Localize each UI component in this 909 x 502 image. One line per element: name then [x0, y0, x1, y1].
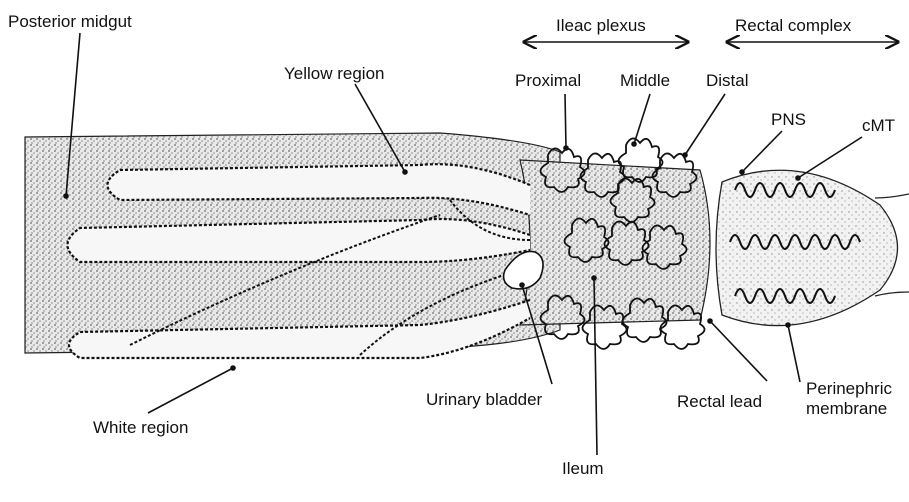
leader-pns — [742, 131, 782, 172]
label-urinary-bladder: Urinary bladder — [426, 391, 542, 408]
leader-middle — [634, 94, 650, 144]
rectum-exit-lower — [875, 292, 909, 296]
label-white-region: White region — [93, 419, 188, 436]
leader-distal — [685, 94, 725, 155]
leader-perinephric — [788, 325, 800, 382]
leader-proximal — [565, 94, 566, 148]
leader-white-region — [148, 368, 233, 413]
leader-cmt — [798, 137, 862, 178]
label-posterior-midgut: Posterior midgut — [8, 13, 132, 30]
label-membrane: membrane — [806, 400, 887, 417]
label-ileac-plexus: Ileac plexus — [556, 17, 646, 34]
label-middle: Middle — [620, 72, 670, 89]
label-perinephric: Perinephric — [806, 380, 892, 397]
rectum-exit-upper — [875, 194, 909, 198]
label-ileum: Ileum — [562, 460, 604, 477]
label-yellow-region: Yellow region — [284, 65, 385, 82]
label-cmt: cMT — [862, 117, 895, 134]
label-rectal-lead: Rectal lead — [677, 393, 762, 410]
leader-rectal-lead — [710, 321, 767, 381]
label-proximal: Proximal — [515, 72, 581, 89]
label-distal: Distal — [706, 72, 749, 89]
label-rectal-complex: Rectal complex — [735, 17, 851, 34]
label-pns: PNS — [771, 111, 806, 128]
